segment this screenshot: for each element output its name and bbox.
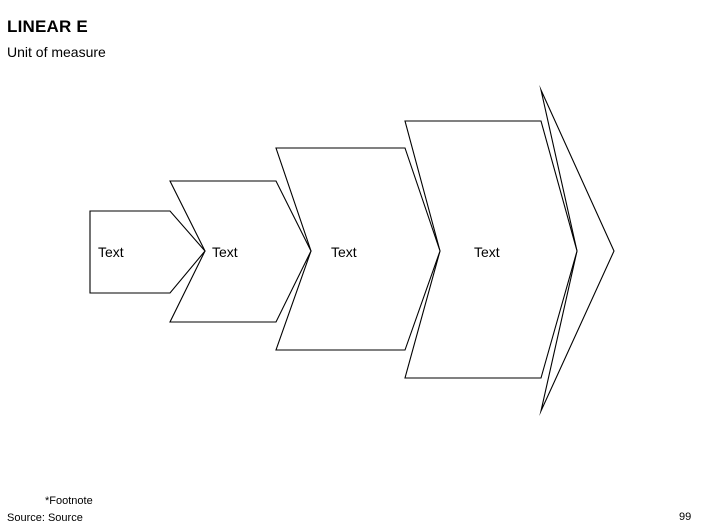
chevron-shapes-group [89,84,615,417]
chevron-label-1: Text [98,244,124,260]
chevron-process-diagram: Text Text Text Text [89,84,615,417]
source-text: Source: Source [7,512,83,524]
chevron-label-4: Text [474,244,500,260]
chevron-label-3: Text [331,244,357,260]
page-subtitle: Unit of measure [7,44,106,60]
chevron-shape-1 [89,210,206,294]
page-title: LINEAR E [7,17,88,36]
chevron-labels-group: Text Text Text Text [98,244,500,260]
footnote-text: *Footnote [45,495,93,507]
diagram-canvas: Text Text Text Text [89,84,615,417]
chevron-label-2: Text [212,244,238,260]
chevron-shape-5 [539,84,615,417]
page-number: 99 [679,511,692,523]
